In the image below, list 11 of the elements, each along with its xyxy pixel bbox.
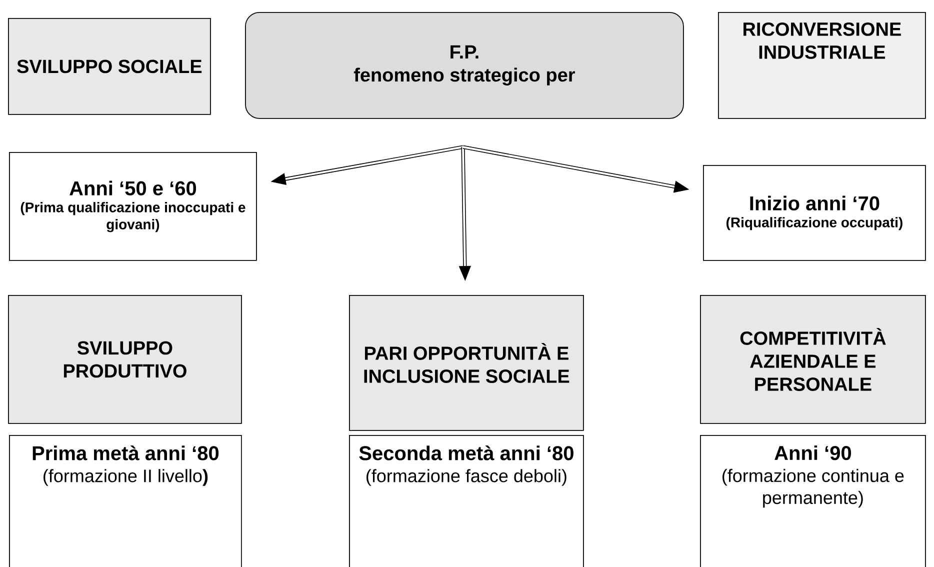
period-box: Inizio anni ‘70 (Riqualificazione occupati) <box>703 165 926 261</box>
category-box: PARI OPPORTUNITÀ E INCLUSIONE SOCIALE <box>349 295 584 431</box>
period-box: Anni ‘90 (formazione continua e permanente) <box>700 435 926 567</box>
category-box: COMPETITIVITÀ AZIENDALE E PERSONALE <box>700 295 926 424</box>
period-box: Anni ‘50 e ‘60 (Prima qualificazione inoccupati e giovani) <box>9 152 257 261</box>
category-box: SVILUPPO SOCIALE <box>8 18 211 115</box>
category-box: SVILUPPO PRODUTTIVO <box>8 295 242 424</box>
category-box: RICONVERSIONE INDUSTRIALE <box>718 12 926 119</box>
period-box: Prima metà anni ‘80 (formazione II livello) <box>9 435 242 567</box>
period-box: Seconda metà anni ‘80 (formazione fasce deboli) <box>349 435 584 567</box>
central-box: F.P. fenomeno strategico per <box>245 12 684 119</box>
